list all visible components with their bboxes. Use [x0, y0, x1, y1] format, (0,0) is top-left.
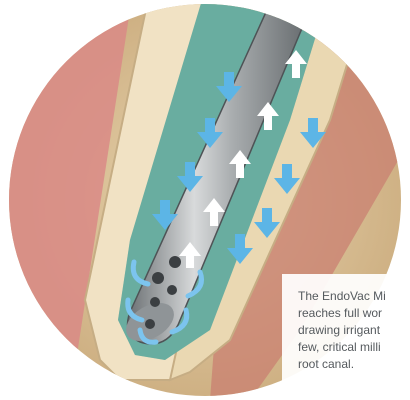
caption-line: root canal. — [298, 356, 410, 373]
suction-hole-icon — [169, 256, 181, 268]
caption-line: The EndoVac Mi — [298, 288, 410, 305]
caption-line: reaches full wor — [298, 305, 410, 322]
suction-hole-icon — [167, 285, 177, 295]
caption-box: The EndoVac Mi reaches full wor drawing … — [282, 274, 410, 400]
suction-hole-icon — [152, 272, 164, 284]
caption-line: drawing irrigant — [298, 322, 410, 339]
suction-hole-icon — [150, 297, 160, 307]
caption-line: few, critical milli — [298, 339, 410, 356]
suction-hole-icon — [145, 319, 155, 329]
